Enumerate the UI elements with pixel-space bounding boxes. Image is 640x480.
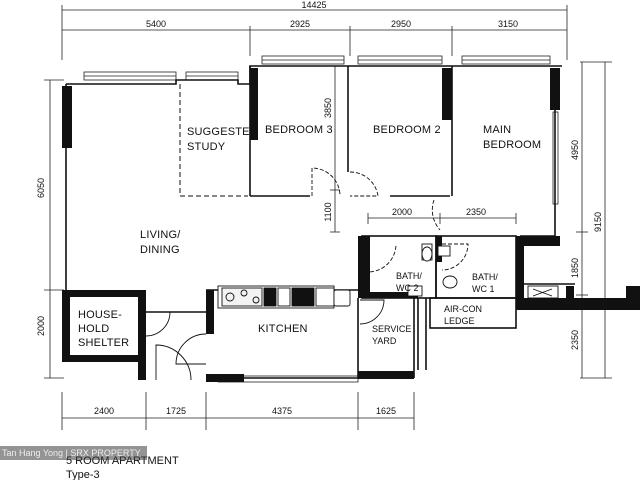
dimension-lines [44,5,612,430]
label-service-yard-1: SERVICE [372,324,411,334]
dim-bottom-3: 4375 [272,406,292,416]
walls-thick [62,68,640,382]
plan-subtitle: Type-3 [66,469,100,480]
label-service-yard-2: YARD [372,336,397,346]
dim-top-2: 2925 [290,19,310,29]
label-living-dining-1: LIVING/ [140,229,181,241]
label-bedroom-2: BEDROOM 2 [373,124,441,136]
dim-top-1: 5400 [146,19,166,29]
dim-right-overall: 9150 [593,212,603,232]
dim-bedroom3-depth: 3850 [323,98,333,118]
bath-fixtures [407,243,559,299]
dim-corridor-2: 2350 [466,207,486,217]
label-suggested-study-1: SUGGESTED [187,126,258,138]
label-shelter-3: SHELTER [78,337,129,349]
dim-left-1: 6050 [36,178,46,198]
windows [83,55,559,383]
watermark: Tan Hang Yong | SRX PROPERTY [0,446,147,460]
dim-corridor-1: 2000 [392,207,412,217]
dim-right-1: 4950 [570,140,580,160]
dim-overall-width: 14425 [301,0,326,10]
dim-bottom-1: 2400 [94,406,114,416]
label-bedroom-3: BEDROOM 3 [265,124,333,136]
dim-right-2: 1850 [570,258,580,278]
label-aircon-ledge-2: LEDGE [444,316,475,326]
label-main-bedroom-1: MAIN [483,124,511,136]
dim-top-3: 2950 [391,19,411,29]
doors [145,167,469,381]
label-suggested-study-2: STUDY [187,141,226,153]
label-main-bedroom-2: BEDROOM [483,139,541,151]
label-aircon-ledge-1: AIR-CON [444,304,482,314]
dim-left-2: 2000 [36,316,46,336]
kitchen-counter [217,285,351,309]
label-bath-wc1-1: BATH/ [472,272,498,282]
label-shelter-2: HOLD [78,323,109,335]
label-living-dining-2: DINING [140,244,180,256]
dim-bottom-2: 1725 [166,406,186,416]
label-bath-wc1-2: WC 1 [472,284,495,294]
label-kitchen: KITCHEN [258,323,308,335]
label-bath-wc2-2: WC 2 [396,283,419,293]
dim-top-4: 3150 [498,19,518,29]
dim-right-3: 2350 [570,330,580,350]
label-shelter-1: HOUSE- [78,309,122,321]
dim-bottom-4: 1625 [376,406,396,416]
label-bath-wc2-1: BATH/ [396,271,422,281]
dim-corridor-depth: 1100 [323,202,333,221]
